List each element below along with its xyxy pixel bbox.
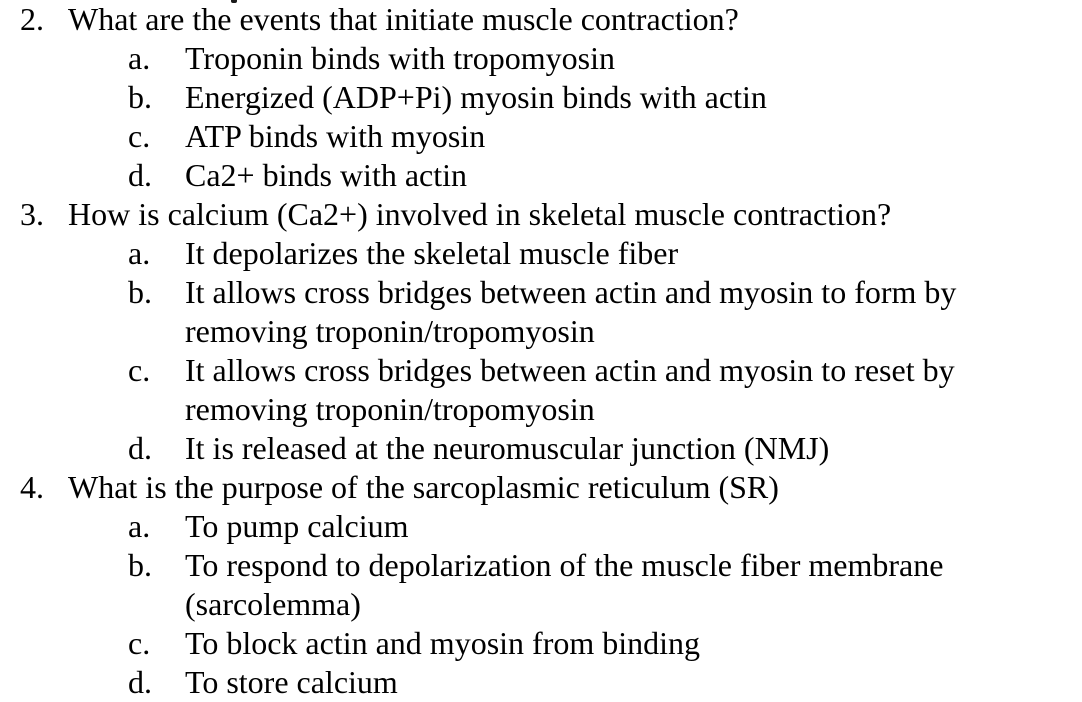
choice-text: It depolarizes the skeletal muscle fiber xyxy=(185,235,679,271)
choice-letter: a. xyxy=(128,235,151,271)
choice-line: c. ATP binds with myosin xyxy=(0,117,1082,156)
choice-letter: b. xyxy=(128,79,152,115)
choice-letter: c. xyxy=(128,118,151,154)
question-line: 3. How is calcium (Ca2+) involved in ske… xyxy=(0,195,1082,234)
choice-text: Energized (ADP+Pi) myosin binds with act… xyxy=(185,79,767,115)
choice-line: d. It is released at the neuromuscular j… xyxy=(0,429,1082,468)
choice-letter: c. xyxy=(128,625,151,661)
choice-line: b. It allows cross bridges between actin… xyxy=(0,273,1082,351)
choice-line: a. Troponin binds with tropomyosin xyxy=(0,39,1082,78)
question-line: 4. What is the purpose of the sarcoplasm… xyxy=(0,468,1082,507)
question-number: 3. xyxy=(20,196,44,232)
choice-text: It allows cross bridges between actin an… xyxy=(185,352,955,427)
choice-letter: c. xyxy=(128,352,151,388)
choice-line: d. Ca2+ binds with actin xyxy=(0,156,1082,195)
choice-line: c. To block actin and myosin from bindin… xyxy=(0,624,1082,663)
choice-text: Troponin binds with tropomyosin xyxy=(185,40,615,76)
choice-text: To respond to depolarization of the musc… xyxy=(185,547,944,622)
choice-letter: b. xyxy=(128,547,152,583)
choice-letter: d. xyxy=(128,157,152,193)
cropped-line-artifact xyxy=(231,0,237,3)
choice-text: To store calcium xyxy=(185,664,398,700)
choice-text: It is released at the neuromuscular junc… xyxy=(185,430,830,466)
question-text: What is the purpose of the sarcoplasmic … xyxy=(68,469,779,505)
choice-text: It allows cross bridges between actin an… xyxy=(185,274,957,349)
choice-line: b. To respond to depolarization of the m… xyxy=(0,546,1082,624)
choice-line: a. It depolarizes the skeletal muscle fi… xyxy=(0,234,1082,273)
choice-text: To pump calcium xyxy=(185,508,409,544)
question-block-2: 2. What are the events that initiate mus… xyxy=(0,0,1082,195)
question-block-4: 4. What is the purpose of the sarcoplasm… xyxy=(0,468,1082,702)
choice-letter: a. xyxy=(128,508,151,544)
question-number: 4. xyxy=(20,469,44,505)
question-text: How is calcium (Ca2+) involved in skelet… xyxy=(68,196,892,232)
choice-letter: b. xyxy=(128,274,152,310)
choice-line: a. To pump calcium xyxy=(0,507,1082,546)
question-block-3: 3. How is calcium (Ca2+) involved in ske… xyxy=(0,195,1082,468)
choice-text: Ca2+ binds with actin xyxy=(185,157,468,193)
choice-line: d. To store calcium xyxy=(0,663,1082,702)
choice-line: c. It allows cross bridges between actin… xyxy=(0,351,1082,429)
choice-text: ATP binds with myosin xyxy=(185,118,486,154)
question-number: 2. xyxy=(20,1,44,37)
choice-line: b. Energized (ADP+Pi) myosin binds with … xyxy=(0,78,1082,117)
question-line: 2. What are the events that initiate mus… xyxy=(0,0,1082,39)
choice-letter: d. xyxy=(128,430,152,466)
choice-letter: d. xyxy=(128,664,152,700)
choice-letter: a. xyxy=(128,40,151,76)
question-text: What are the events that initiate muscle… xyxy=(68,1,739,37)
choice-text: To block actin and myosin from binding xyxy=(185,625,701,661)
